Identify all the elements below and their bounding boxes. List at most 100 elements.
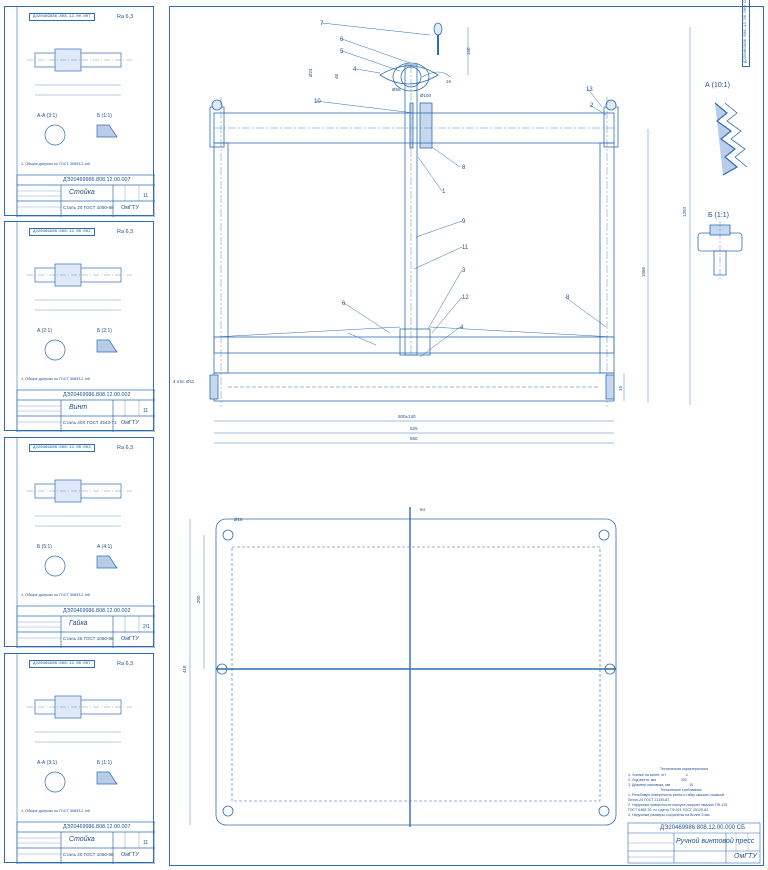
- dim-top-1: 150: [466, 47, 471, 55]
- callout-number: 5: [340, 49, 344, 55]
- part-name: Гайка: [69, 620, 88, 627]
- dim-top-5: 16: [446, 79, 452, 84]
- detail-sheet: ДЭ20469986.808.12.00.002 Ra 6,3: [4, 221, 155, 432]
- req-line-2: Литол-24 ГОСТ 21150-87.: [628, 798, 671, 802]
- dim-width-525: 525: [410, 426, 418, 431]
- org-name: ОмГТУ: [121, 420, 139, 426]
- tech-line-3: 3. Диаметр маховика, мм 15: [628, 783, 694, 787]
- detail-sheet: ДЭ20469986.808.12.00.007 Ra 6,3: [4, 6, 155, 217]
- tech-line-1: 1. Усилие на винте, кН 4: [628, 773, 688, 777]
- callout-number: 12: [462, 295, 469, 301]
- tech-line-2: 2. Ход винта, мм 300: [628, 778, 687, 782]
- top-beam: [209, 99, 619, 148]
- doc-number: ДЭ20469986.808.12.00.007: [63, 177, 131, 183]
- sheet-number: 11: [143, 408, 149, 414]
- dim-top-3: Ø100: [420, 93, 432, 98]
- material: Сталь 25 ГОСТ 1050-88: [63, 636, 114, 641]
- doc-number: ДЭ20469986.808.12.00.002: [63, 392, 131, 398]
- dim-top-2: Ø56: [392, 87, 401, 92]
- part-drawing: [16, 438, 155, 648]
- detail-b: [697, 221, 743, 279]
- dim-height-1086: 1086: [641, 266, 646, 277]
- part-name: Стойка: [69, 189, 95, 196]
- roughness-mark: Ra 6,3: [117, 229, 134, 235]
- detail-a: [714, 102, 748, 176]
- screw: [404, 64, 433, 356]
- dim-holes: 4 отв. Ø11: [173, 379, 195, 384]
- roughness-mark: Ra 6,3: [117, 661, 134, 667]
- dim-plan-418: 418: [182, 665, 187, 673]
- req-line-4: ГОСТ 6465-76 по грунту ГФ-021 ГОСТ 25129…: [628, 808, 710, 812]
- callout-number: 10: [314, 99, 321, 105]
- material: Сталь 20 ГОСТ 1050-88: [63, 205, 114, 210]
- org-name: ОмГТУ: [121, 205, 139, 211]
- callout-number: 7: [320, 21, 324, 27]
- sheet-code-box: ДЭ20469986.808.12.00.002: [29, 228, 95, 236]
- callout-number: 6: [342, 301, 346, 307]
- callout-number: 4: [353, 67, 357, 73]
- section-label-b: Б (1:1): [97, 113, 112, 119]
- callout-number: 4: [460, 325, 464, 331]
- dim-stroke: 500±140: [398, 414, 416, 419]
- part-drawing: [16, 222, 155, 432]
- callout-number: 11: [462, 245, 469, 251]
- assembly-sheet: ДЭ20469986.808.12.00.000 СБ: [169, 0, 764, 866]
- part-drawing: [16, 654, 155, 864]
- callout-number: 8: [566, 295, 570, 301]
- base: [209, 372, 615, 402]
- callout-number: 1: [442, 189, 446, 195]
- section-label-b: Б (1:1): [97, 760, 112, 766]
- callout-number: 2: [590, 103, 594, 109]
- sheet-code-box: ДЭ20469986.808.12.00.007: [29, 13, 95, 21]
- section-label-a: Б (5:1): [37, 544, 52, 550]
- section-label-b: Б (2:1): [97, 328, 112, 334]
- general-note: 1. Общие допуски по ГОСТ 30893.2-mK: [21, 162, 91, 166]
- detail-sheet: ДЭ20469986.808.12.00.007 Ra 6,3: [4, 653, 155, 864]
- req-head: Технические требования: [660, 788, 702, 792]
- dim-width-550: 550: [410, 436, 418, 441]
- dim-top-4: Ø24: [308, 68, 313, 77]
- callout-number: 8: [462, 165, 466, 171]
- part-drawing: [16, 7, 155, 217]
- roughness-mark: Ra 6,3: [117, 14, 134, 20]
- callout-number: 9: [462, 219, 466, 225]
- dim-height-1393: 1393: [682, 206, 687, 217]
- dim-plan-hole: Ø16: [234, 517, 243, 522]
- sheet-code-box: ДЭ20469986.808.12.00.003: [29, 444, 95, 452]
- detail-sheet: ДЭ20469986.808.12.00.003 Ra 6,3: [4, 437, 155, 648]
- dim-top-6: 48: [334, 73, 339, 79]
- detail-a-label: А (10:1): [705, 82, 730, 89]
- main-doc-number: ДЭ20469986.808.12.00.000 СБ: [660, 825, 746, 831]
- req-line-3: 2. Наружные поверхности корпуса покрыть …: [628, 803, 728, 807]
- section-label-a: А (2:1): [37, 328, 53, 334]
- general-note: 1. Общие допуски по ГОСТ 30893.2-mK: [21, 593, 91, 597]
- doc-number: ДЭ20469986.808.12.00.002: [63, 608, 131, 614]
- req-line-1: 1. Резьбовую поверхность винта и гайку с…: [628, 793, 724, 797]
- material: Сталь 40Х ГОСТ 4543-71: [63, 420, 117, 425]
- main-title: Ручной винтовой пресс: [676, 838, 755, 845]
- section-label-a: А-А (3:1): [37, 113, 58, 119]
- org-name: ОмГТУ: [121, 852, 139, 858]
- general-note: 1. Общие допуски по ГОСТ 30893.2-mK: [21, 377, 91, 381]
- callout-number: 6: [340, 37, 344, 43]
- sheet-number: 11: [143, 193, 149, 199]
- org-name: ОмГТУ: [121, 636, 139, 642]
- press-plate: [213, 326, 615, 356]
- plan-view: [189, 507, 617, 827]
- sheet-number: 11: [143, 840, 149, 846]
- dim-plan-200: 200: [196, 595, 201, 603]
- general-note: 1. Общие допуски по ГОСТ 30893.2-mK: [21, 809, 91, 813]
- main-title-block: [627, 822, 761, 864]
- callout-number: 13: [586, 87, 593, 93]
- roughness-mark: Ra 6,3: [117, 445, 134, 451]
- callout-number: 3: [462, 268, 466, 274]
- tech-head: Техническая характеристика: [660, 767, 709, 771]
- main-org: ОмГТУ: [734, 853, 757, 860]
- part-name: Винт: [69, 404, 88, 411]
- sheet-code-box: ДЭ20469986.808.12.00.007: [29, 660, 95, 668]
- columns: [213, 97, 615, 407]
- part-name: Стойка: [69, 836, 95, 843]
- section-label-a: А-А (3:1): [37, 760, 58, 766]
- detail-b-label: Б (1:1): [708, 212, 729, 219]
